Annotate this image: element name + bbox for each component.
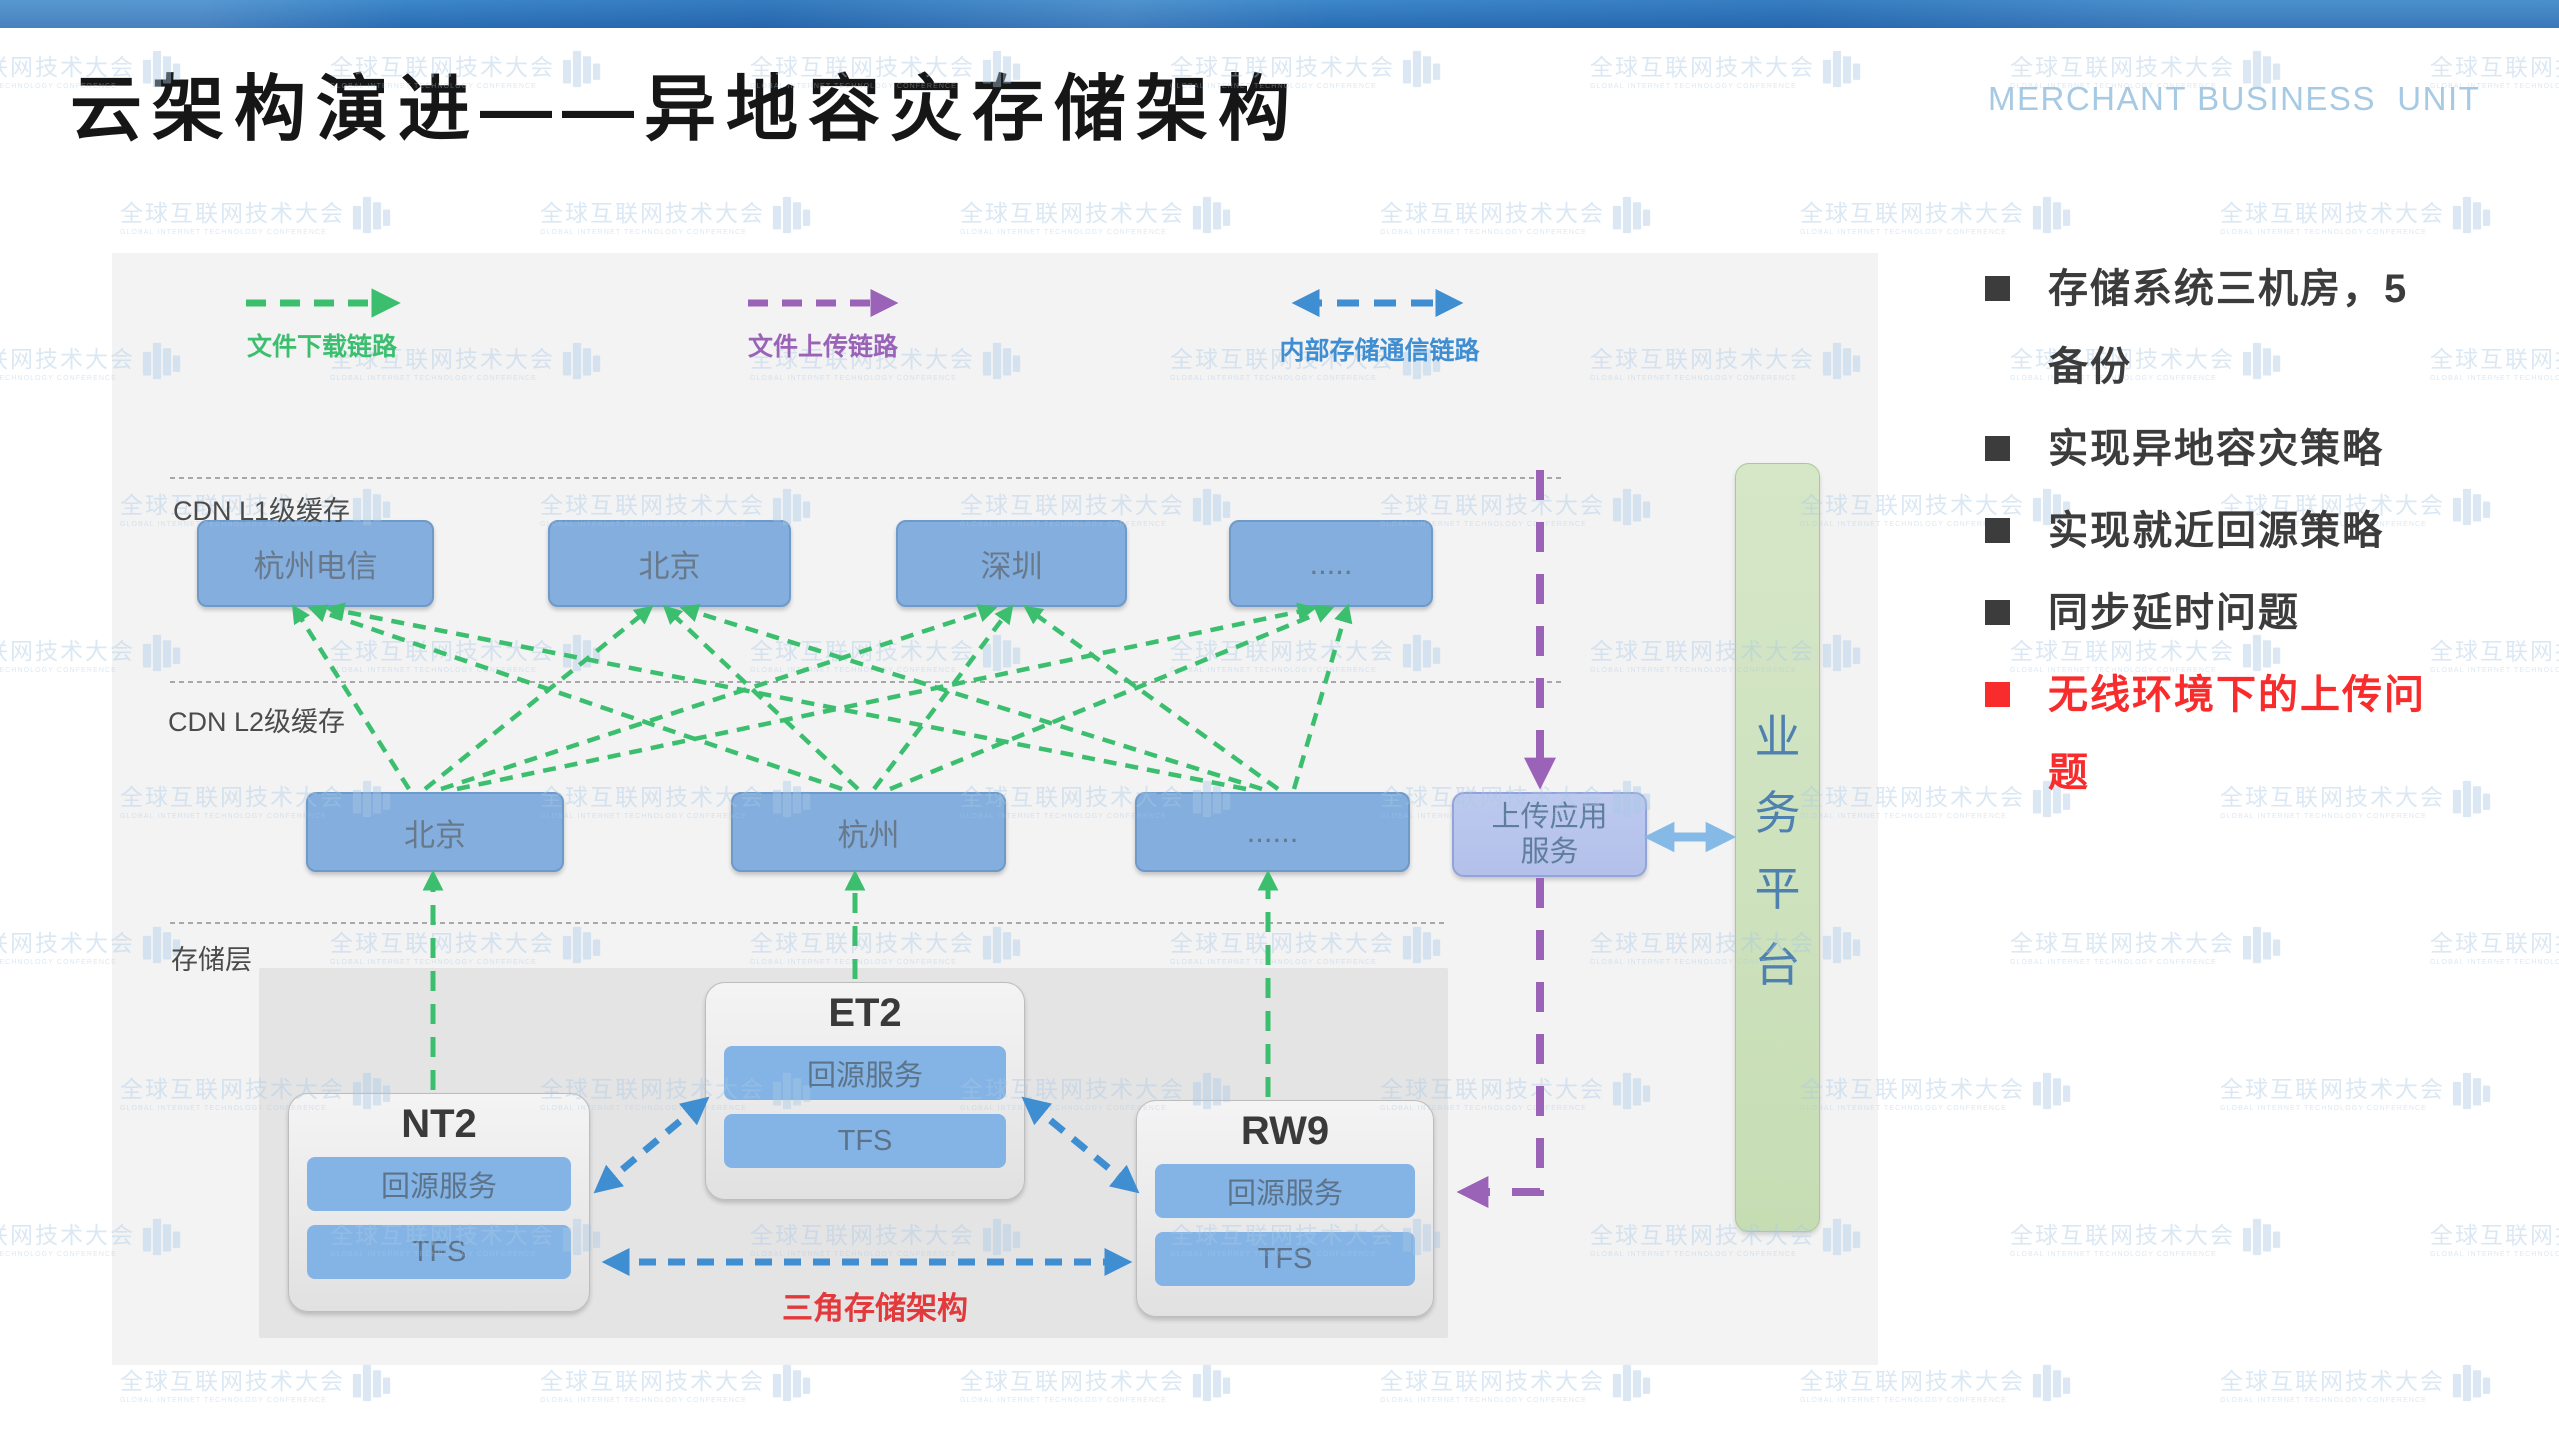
platform-char: 业 (1754, 710, 1801, 763)
conference-logo-icon (1612, 1364, 1651, 1402)
l1-node-shenzhen: 深圳 (896, 520, 1127, 607)
slide-title: 云架构演进——异地容灾存储架构 (70, 70, 1301, 150)
bullet-square-icon (1985, 600, 2010, 625)
conference-logo-icon (2452, 1364, 2491, 1402)
bullet-item: 同步延时问题 (1975, 574, 2445, 652)
l2-node-hangzhou: 杭州 (731, 792, 1006, 872)
business-platform-box: 业 务 平 台 (1735, 463, 1820, 1232)
l2-node-beijing: 北京 (306, 792, 564, 872)
l1-node-hangzhou-telecom: 杭州电信 (197, 520, 434, 607)
bullet-item: 实现异地容灾策略 (1975, 410, 2445, 488)
top-banner (0, 0, 2559, 28)
conference-logo-icon (2452, 196, 2491, 234)
legend-download-label: 文件下载链路 (246, 333, 397, 361)
tfs-box: TFS (1155, 1232, 1415, 1286)
tfs-box: TFS (724, 1114, 1006, 1168)
bullet-item-highlighted: 无线环境下的上传问题 (1975, 656, 2445, 812)
origin-service-box: 回源服务 (724, 1046, 1006, 1100)
storage-layer-label: 存储层 (171, 945, 252, 975)
conference-logo-icon (2032, 1364, 2071, 1402)
bullet-square-icon (1985, 276, 2010, 301)
group-title: RW9 (1240, 1109, 1330, 1153)
conference-logo-icon (772, 1364, 811, 1402)
platform-char: 平 (1754, 862, 1801, 915)
conference-logo-icon (352, 196, 391, 234)
platform-char: 台 (1754, 938, 1801, 991)
conference-logo-icon (352, 1364, 391, 1402)
bullet-square-icon (1985, 518, 2010, 543)
bullet-item: 实现就近回源策略 (1975, 492, 2445, 570)
bullet-text: 无线环境下的上传问题 (2048, 673, 2426, 795)
l1-node-more: ..... (1229, 520, 1433, 607)
conference-logo-icon (2032, 196, 2071, 234)
business-unit-label: MERCHANT BUSINESS UNIT (1988, 80, 2481, 117)
conference-logo-icon (1612, 196, 1651, 234)
upload-app-service-box: 上传应用 服务 (1452, 792, 1647, 877)
upload-box-line2: 服务 (1520, 835, 1579, 868)
bullet-text: 实现异地容灾策略 (2048, 427, 2384, 471)
tfs-box: TFS (307, 1225, 571, 1279)
group-title: NT2 (401, 1102, 477, 1146)
conference-logo-icon (1402, 50, 1441, 88)
legend-upload-label: 文件上传链路 (747, 333, 898, 361)
conference-logo-icon (2242, 1218, 2281, 1256)
cdn-l1-layer-label: CDN L1级缓存 (173, 496, 351, 526)
platform-char: 务 (1754, 786, 1801, 839)
storage-group-et2: ET2 回源服务 TFS (705, 982, 1025, 1200)
legend-internal-label: 内部存储通信链路 (1279, 337, 1480, 365)
group-title: ET2 (828, 991, 902, 1035)
upload-box-line1: 上传应用 (1491, 800, 1608, 833)
bullet-square-icon (1985, 436, 2010, 461)
conference-logo-icon (772, 196, 811, 234)
triangle-storage-caption: 三角存储架构 (782, 1291, 968, 1326)
bullet-text: 实现就近回源策略 (2048, 509, 2384, 553)
l1-node-beijing: 北京 (548, 520, 791, 607)
bullet-list: 存储系统三机房，5备份 实现异地容灾策略 实现就近回源策略 同步延时问题 无线环… (1975, 250, 2445, 816)
origin-service-box: 回源服务 (307, 1157, 571, 1211)
origin-service-box: 回源服务 (1155, 1164, 1415, 1218)
storage-group-rw9: RW9 回源服务 TFS (1136, 1100, 1434, 1317)
conference-logo-icon (2452, 780, 2491, 818)
bullet-square-icon (1985, 682, 2010, 707)
conference-logo-icon (2452, 1072, 2491, 1110)
conference-logo-icon (1192, 196, 1231, 234)
conference-logo-icon (2452, 488, 2491, 526)
bullet-text: 存储系统三机房，5备份 (2048, 267, 2409, 389)
conference-logo-icon (1192, 1364, 1231, 1402)
l2-node-more: ...... (1135, 792, 1410, 872)
cdn-l2-layer-label: CDN L2级缓存 (168, 707, 346, 737)
bullet-text: 同步延时问题 (2048, 591, 2300, 635)
storage-group-nt2: NT2 回源服务 TFS (288, 1093, 590, 1312)
conference-logo-icon (1822, 50, 1861, 88)
conference-logo-icon (2242, 926, 2281, 964)
conference-logo-icon (2032, 1072, 2071, 1110)
bullet-item: 存储系统三机房，5备份 (1975, 250, 2445, 406)
